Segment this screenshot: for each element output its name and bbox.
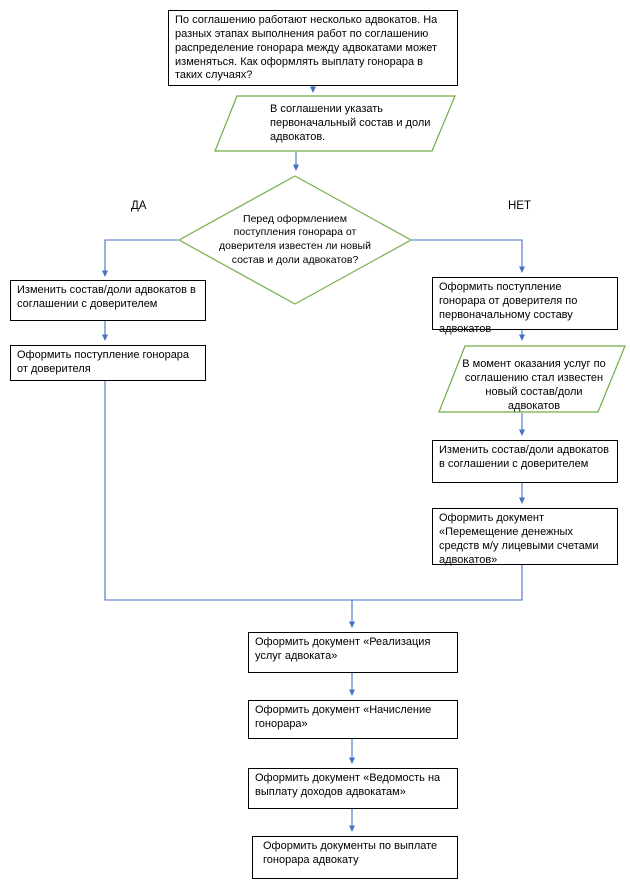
node-no-transfer-doc: Оформить документ «Перемещение денежных …	[432, 508, 618, 566]
node-yes-change-agreement: Изменить состав/доли адвокатов в соглаше…	[10, 280, 206, 321]
branch-label-no: НЕТ	[508, 200, 531, 212]
node-accrual-doc: Оформить документ «Начисление гонорара»	[248, 700, 458, 739]
connector-no-branch-merge	[352, 565, 523, 601]
parallelogram-shape	[214, 95, 456, 152]
node-realization-doc: Оформить документ «Реализация услуг адво…	[248, 632, 458, 673]
node-payment-docs: Оформить документы по выплате гонорара а…	[252, 836, 458, 879]
connector-decision-no	[412, 239, 525, 273]
node-yes-register-receipt: Оформить поступление гонорара от доверит…	[10, 345, 206, 381]
node-initial-terms: В соглашении указать первоначальный сост…	[214, 95, 456, 152]
connector-decision-yes	[102, 239, 178, 277]
node-no-change-agreement: Изменить состав/доли адвокатов в соглаше…	[432, 440, 618, 483]
node-question: По соглашению работают несколько адвокат…	[168, 10, 458, 86]
node-payroll-doc: Оформить документ «Ведомость на выплату …	[248, 768, 458, 809]
node-decision: Перед оформлением поступления гонорара о…	[178, 175, 412, 305]
diamond-shape	[178, 175, 412, 305]
connector-yes-branch-merge	[104, 381, 352, 601]
node-initial-terms-text: В соглашении указать первоначальный сост…	[270, 103, 431, 144]
parallelogram-shape	[438, 345, 626, 413]
node-no-new-terms-known-text: В момент оказания услуг по соглашению ст…	[462, 358, 606, 413]
node-decision-text: Перед оформлением поступления гонорара о…	[219, 212, 371, 266]
branch-label-yes: ДА	[131, 200, 147, 212]
node-no-register-receipt: Оформить поступление гонорара от доверит…	[432, 277, 618, 335]
node-no-new-terms-known: В момент оказания услуг по соглашению ст…	[438, 345, 626, 413]
